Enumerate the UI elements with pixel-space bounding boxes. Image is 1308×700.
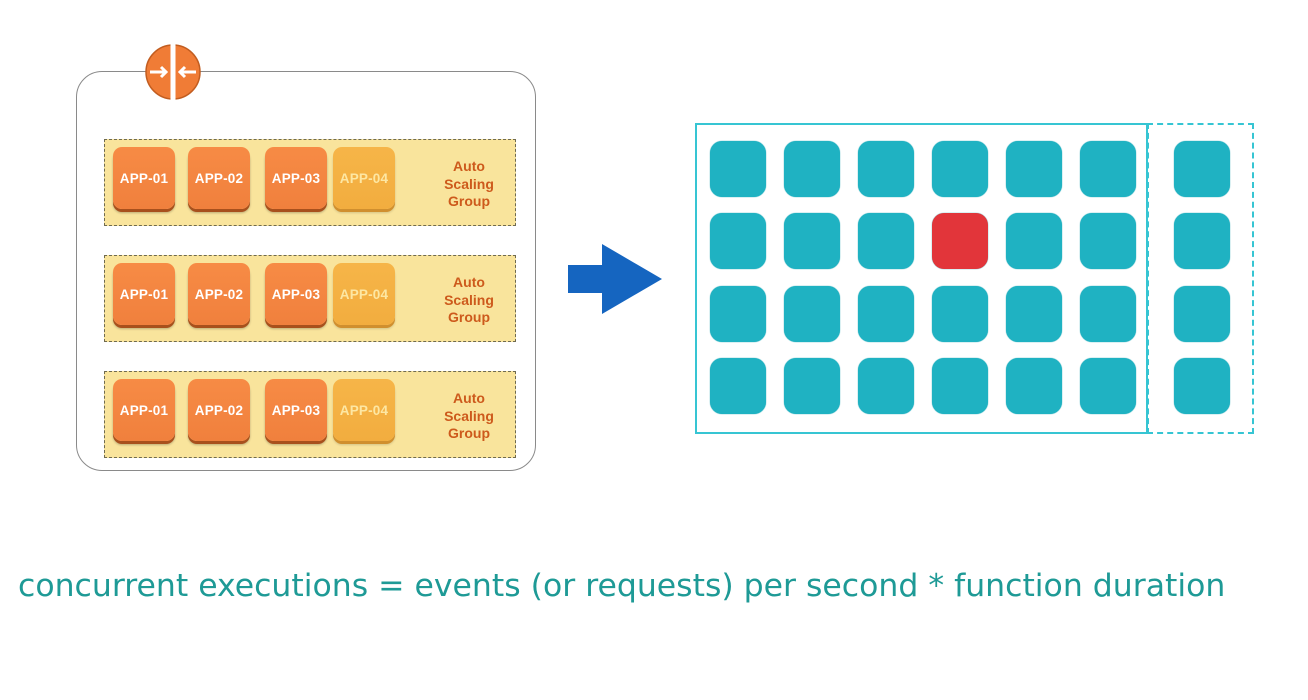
execution-cell	[858, 286, 914, 342]
app-instance: APP-02	[188, 263, 250, 325]
auto-scaling-group-label: Auto Scaling Group	[444, 158, 494, 209]
execution-cell	[858, 141, 914, 197]
auto-scaling-group-label: Auto Scaling Group	[444, 390, 494, 441]
execution-cell	[1174, 286, 1230, 342]
auto-scaling-group-label: Auto Scaling Group	[444, 274, 494, 325]
app-instance: APP-03	[265, 263, 327, 325]
app-instance: APP-01	[113, 147, 175, 209]
execution-cell	[858, 358, 914, 414]
right-arrow-icon	[568, 244, 662, 314]
app-instance: APP-04	[333, 379, 395, 441]
execution-cell	[784, 358, 840, 414]
execution-grid-extension	[1147, 123, 1254, 434]
execution-cell	[1006, 358, 1062, 414]
execution-cell	[1174, 141, 1230, 197]
execution-cell	[932, 358, 988, 414]
load-balancer-icon	[145, 44, 201, 100]
execution-cell	[1080, 358, 1136, 414]
concurrency-formula: concurrent executions = events (or reque…	[18, 568, 1226, 604]
app-instance: APP-02	[188, 147, 250, 209]
execution-cell	[710, 213, 766, 269]
app-instance: APP-04	[333, 263, 395, 325]
execution-cell	[932, 141, 988, 197]
execution-cell	[1174, 213, 1230, 269]
app-instance: APP-03	[265, 379, 327, 441]
execution-cell	[1006, 286, 1062, 342]
execution-cell	[784, 286, 840, 342]
execution-cell	[1080, 141, 1136, 197]
execution-cell	[1006, 141, 1062, 197]
execution-cell	[784, 141, 840, 197]
execution-cell	[710, 286, 766, 342]
app-instance: APP-03	[265, 147, 327, 209]
app-instance: APP-02	[188, 379, 250, 441]
app-instance: APP-01	[113, 263, 175, 325]
app-instance: APP-04	[333, 147, 395, 209]
execution-cell	[710, 358, 766, 414]
execution-cell	[1174, 358, 1230, 414]
execution-cell	[784, 213, 840, 269]
execution-cell	[858, 213, 914, 269]
execution-cell	[1006, 213, 1062, 269]
execution-cell	[1080, 213, 1136, 269]
execution-cell	[710, 141, 766, 197]
execution-cell	[932, 286, 988, 342]
execution-cell	[1080, 286, 1136, 342]
app-instance: APP-01	[113, 379, 175, 441]
execution-cell-highlighted	[932, 213, 988, 269]
